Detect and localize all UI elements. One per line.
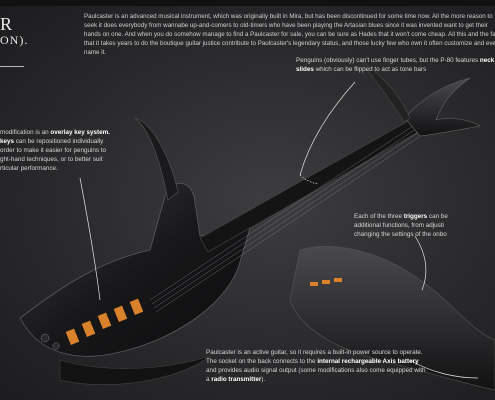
headstock-spike — [359, 59, 411, 123]
callout-text: ). — [261, 376, 266, 383]
guitar-knobs — [40, 333, 60, 350]
callout-line: ght-hand techniques, or to better suit — [0, 156, 103, 163]
guitar-rear-view — [289, 245, 495, 391]
title-line-1: R — [0, 14, 14, 34]
overlay-key-panel — [65, 298, 144, 345]
callout-text: and provides audio signal output (some m… — [206, 367, 426, 383]
leader-lines — [79, 81, 479, 379]
callout-line: additional functions, from adjusti — [354, 222, 444, 229]
callout-text: can be — [427, 213, 448, 220]
callout-bold: internal rechargeable Axis battery — [317, 358, 419, 365]
callout-line: changing the settings of the onbo — [354, 231, 447, 238]
callout-line: modification is an overlay key system. — [0, 128, 122, 137]
guitar-lower-wing — [59, 355, 211, 385]
callout-neck-slides: Penguins (obviously) can't use finger tu… — [296, 56, 495, 74]
top-bar — [0, 0, 495, 6]
callout-triggers: Each of the three triggers can be additi… — [354, 212, 495, 239]
callout-line: order to make it easier for penguins to — [0, 147, 107, 154]
guitar-headstock — [404, 77, 481, 137]
callout-line: rticular performance. — [0, 165, 58, 172]
callout-bold: overlay key system. — [50, 129, 110, 136]
callout-bold: neck slides — [296, 57, 495, 73]
title-block: R ON). — [0, 14, 29, 60]
guitar-upper-horn — [134, 117, 179, 201]
trigger-buttons — [310, 278, 342, 286]
intro-text: Paulcaster is an advanced musical instru… — [84, 13, 495, 56]
callout-text: Each of the three — [354, 213, 404, 220]
title-underline — [0, 66, 24, 67]
title-line-2: ON). — [0, 33, 29, 47]
callout-bold: triggers — [403, 213, 428, 220]
callout-battery: Paulcaster is an active guitar, so it re… — [206, 348, 428, 384]
guitar-strings — [149, 117, 435, 313]
callout-text: Paulcaster is an active guitar, so it re… — [206, 349, 423, 365]
callout-bold: keys — [0, 138, 15, 145]
callout-text: Penguins (obviously) can't use finger tu… — [296, 57, 480, 64]
guitar-body — [19, 182, 251, 357]
callout-line: Each of the three triggers can be — [354, 212, 495, 221]
callout-line: keys can be repositioned individually — [0, 137, 122, 146]
callout-text: can be repositioned individually — [14, 138, 104, 145]
callout-overlay-keys: modification is an overlay key system. k… — [0, 128, 122, 173]
callout-bold: radio transmitter — [211, 376, 262, 383]
callout-text: modification is an — [0, 129, 51, 136]
callout-text: which can be flipped to act as tone bars — [313, 66, 427, 73]
